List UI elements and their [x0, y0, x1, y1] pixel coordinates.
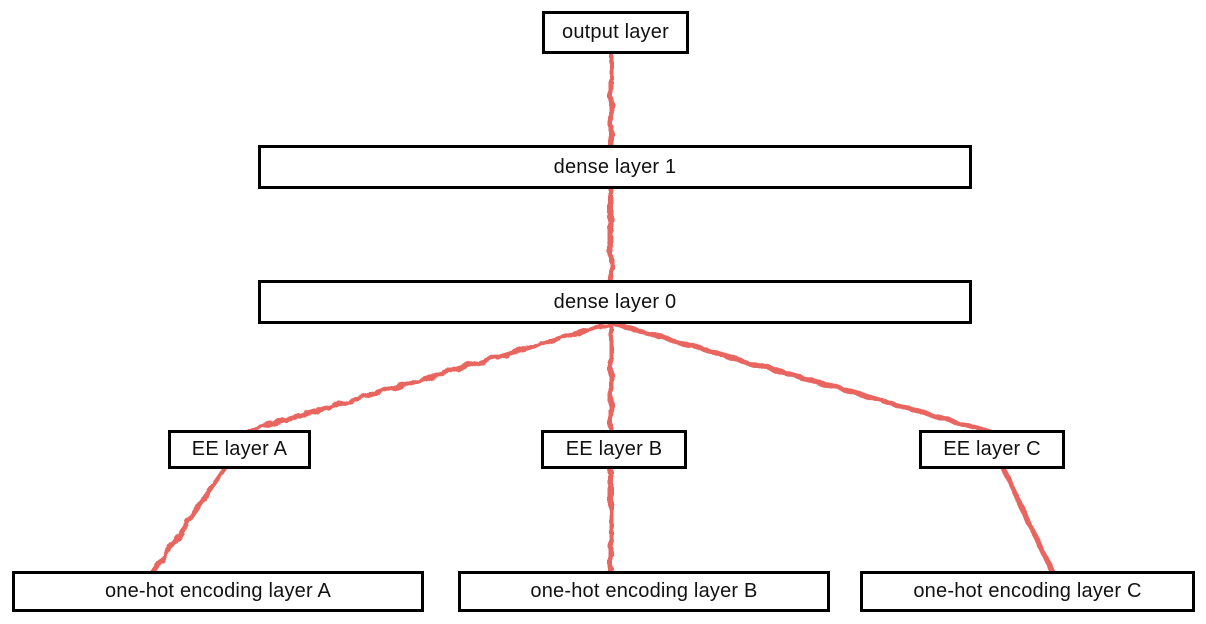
- node-ee-layer-a: EE layer A: [168, 430, 311, 469]
- node-onehot-layer-c: one-hot encoding layer C: [860, 571, 1195, 612]
- node-ee-layer-c-label: EE layer C: [943, 438, 1041, 460]
- node-dense-layer-1-label: dense layer 1: [553, 155, 677, 178]
- node-output-layer: output layer: [542, 11, 689, 54]
- node-dense-layer-0-label: dense layer 0: [553, 290, 677, 313]
- node-onehot-layer-c-label: one-hot encoding layer C: [913, 580, 1142, 602]
- edge-dense0-ee-a: [243, 320, 614, 435]
- node-dense-layer-1: dense layer 1: [258, 145, 972, 189]
- node-ee-layer-a-label: EE layer A: [191, 438, 288, 460]
- node-ee-layer-c: EE layer C: [919, 430, 1065, 469]
- node-dense-layer-0: dense layer 0: [258, 280, 972, 324]
- node-onehot-layer-a: one-hot encoding layer A: [12, 571, 424, 612]
- edge-ee-a-onehot-a: [149, 463, 230, 576]
- node-onehot-layer-b: one-hot encoding layer B: [458, 571, 830, 612]
- edge-dense0-ee-c: [608, 320, 994, 435]
- node-onehot-layer-b-label: one-hot encoding layer B: [530, 580, 758, 602]
- node-ee-layer-b-label: EE layer B: [565, 438, 663, 460]
- node-output-layer-label: output layer: [562, 21, 669, 43]
- node-ee-layer-b: EE layer B: [541, 430, 687, 469]
- edge-ee-c-onehot-c: [999, 463, 1056, 576]
- node-onehot-layer-a-label: one-hot encoding layer A: [104, 580, 332, 602]
